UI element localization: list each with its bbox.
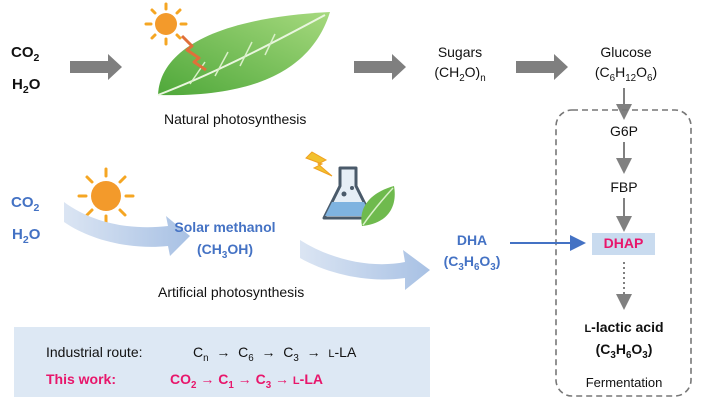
flask-icon xyxy=(322,166,374,220)
leaf-icon-artificial xyxy=(361,186,395,226)
route-box xyxy=(14,327,430,397)
natural-h2o: H2O xyxy=(12,76,41,96)
artificial-label: Artificial photosynthesis xyxy=(158,284,305,300)
lightning-icon xyxy=(305,151,333,177)
gray-arrow-1 xyxy=(70,54,122,80)
glucose-label: Glucose xyxy=(600,44,652,60)
g6p-label: G6P xyxy=(609,123,638,139)
leaf-icon xyxy=(157,12,330,96)
sun-icon xyxy=(144,2,188,46)
industrial-route-path: Cn → C6 → C3 → L-LA xyxy=(193,344,357,364)
gray-arrow-2 xyxy=(354,54,406,80)
blue-arrow-2 xyxy=(300,240,430,290)
dha-label: DHA xyxy=(456,232,488,248)
natural-label: Natural photosynthesis xyxy=(164,111,307,127)
this-work-path: CO2 → C1 → C3 → L-LA xyxy=(170,371,323,391)
artificial-co2: CO2 xyxy=(11,194,40,214)
industrial-route-label: Industrial route: xyxy=(46,344,143,360)
fbp-label: FBP xyxy=(610,179,638,195)
dhap-box xyxy=(592,233,655,255)
dha-formula: (C3H6O3) xyxy=(443,253,501,273)
methanol-label: Solar methanol xyxy=(174,219,276,235)
lactic-acid-formula: (C3H6O3) xyxy=(595,341,653,361)
methanol-formula: (CH3OH) xyxy=(196,241,253,261)
artificial-h2o: H2O xyxy=(12,226,41,246)
sugars-label: Sugars xyxy=(437,44,483,60)
fermentation-box xyxy=(555,109,692,397)
natural-co2: CO2 xyxy=(11,44,40,64)
this-work-label: This work: xyxy=(46,371,117,387)
lactic-acid-label: L-lactic acid xyxy=(584,319,664,335)
gray-arrow-3 xyxy=(516,54,568,80)
blue-arrow-1 xyxy=(64,202,190,256)
sun-icon-artificial xyxy=(77,167,135,225)
fermentation-label: Fermentation xyxy=(585,375,663,390)
glucose-formula: (C6H12O6) xyxy=(594,64,658,84)
dhap-label: DHAP xyxy=(603,235,644,251)
sugars-formula: (CH2O)n xyxy=(434,64,486,84)
